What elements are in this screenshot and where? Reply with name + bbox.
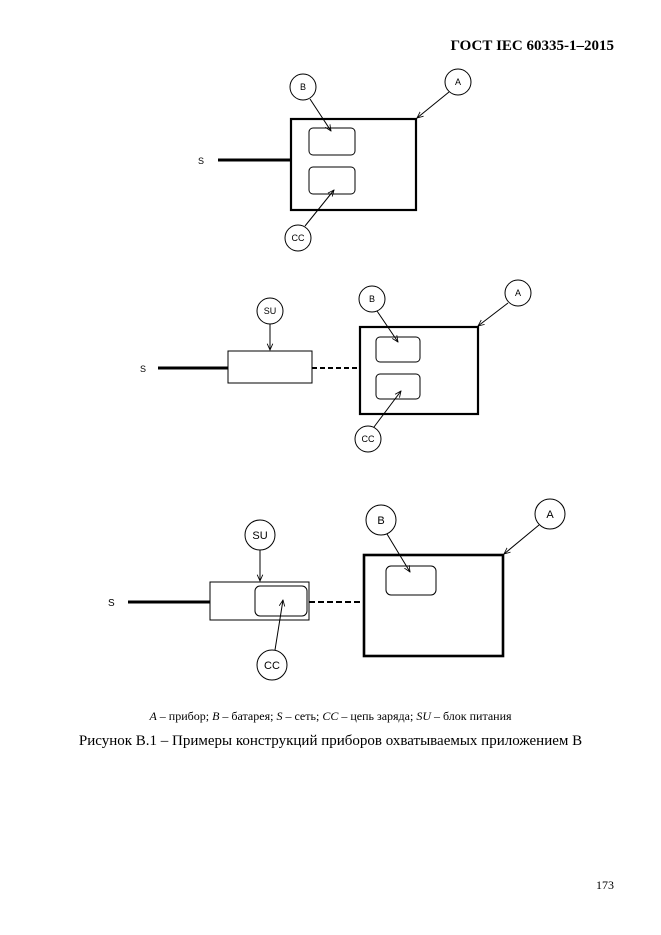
callout-a (504, 279, 532, 307)
label-a: A (515, 288, 521, 298)
callout-a (444, 68, 472, 96)
label-s: S (108, 598, 115, 609)
diagram-2: S SU B A CC (140, 279, 532, 453)
charging-circuit-box (375, 373, 421, 400)
figure-diagrams: S A B CC S SU B A CC S (108, 68, 566, 681)
callout-b (358, 285, 386, 313)
arrow-cc (373, 391, 401, 428)
label-cc: CC (362, 434, 375, 444)
arrow-b (309, 98, 331, 131)
label-a: A (455, 77, 461, 87)
appliance-box (362, 553, 505, 658)
arrow-a (504, 524, 540, 554)
callout-b (289, 73, 317, 101)
diagram-3: S SU B A CC (108, 498, 566, 681)
callout-b (365, 504, 397, 536)
arrow-cc (274, 600, 283, 651)
label-s: S (140, 364, 146, 374)
arrow-cc (304, 190, 334, 227)
legend-cc-symbol: CC (322, 709, 339, 723)
label-su: SU (264, 306, 277, 316)
battery-box (375, 336, 421, 363)
page-number: 173 (596, 878, 614, 892)
legend-a-text: – прибор; (156, 709, 213, 723)
legend-a-symbol: A (149, 709, 157, 723)
label-su: SU (252, 530, 267, 542)
label-a: A (546, 509, 554, 521)
legend-cc-text: – цепь заряда; (338, 709, 417, 723)
figure-caption: Рисунок В.1 – Примеры конструкций прибор… (78, 733, 583, 749)
label-b: B (300, 82, 306, 92)
callout-cc (354, 425, 382, 453)
label-b: B (377, 515, 384, 527)
diagram-1: S A B CC (198, 68, 472, 252)
appliance-box (289, 117, 418, 212)
legend-s-symbol: S (276, 709, 283, 723)
arrow-a (478, 302, 509, 326)
battery-box (385, 565, 437, 596)
legend-su-text: – блок питания (431, 709, 512, 723)
legend-b-text: – батарея; (219, 709, 277, 723)
legend-b-symbol: B (212, 709, 220, 723)
arrow-a (417, 91, 450, 118)
label-b: B (369, 294, 375, 304)
label-cc: CC (264, 660, 280, 672)
charging-circuit-box (308, 166, 356, 195)
label-cc: CC (292, 233, 305, 243)
supply-unit-box (227, 350, 313, 384)
legend-s-text: – сеть; (282, 709, 323, 723)
callout-cc (284, 224, 312, 252)
label-s: S (198, 156, 204, 166)
callout-cc (256, 649, 288, 681)
battery-box (308, 127, 356, 156)
legend-su-symbol: SU (416, 709, 431, 723)
charging-circuit-box (254, 585, 308, 617)
arrow-b (376, 310, 398, 342)
figure-legend: A – прибор; B – батарея; S – сеть; CC – … (0, 709, 661, 724)
callout-a (534, 498, 566, 530)
appliance-box (358, 325, 480, 416)
document-header: ГОСТ IEC 60335-1–2015 (450, 38, 614, 54)
supply-unit-box (209, 581, 310, 621)
arrow-b (386, 533, 410, 572)
